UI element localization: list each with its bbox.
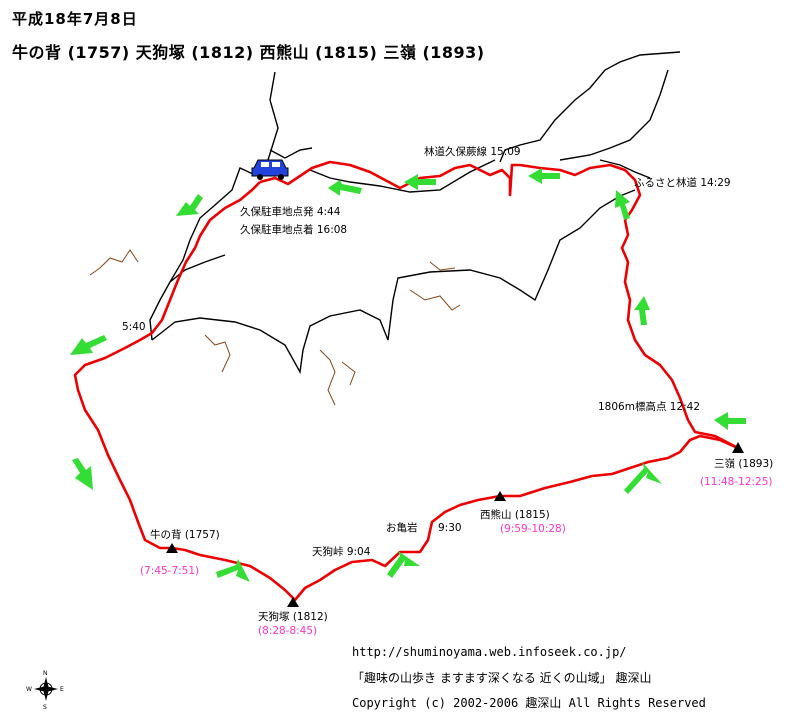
contour-4 [409, 289, 461, 311]
car-icon [251, 159, 289, 180]
copyright: Copyright (c) 2002-2006 趣深山 All Rights R… [352, 696, 706, 710]
compass-s: S [43, 704, 47, 711]
boundary-lines [149, 51, 681, 375]
label-rindo-kubo: 林道久保蕨線 15:09 [424, 145, 521, 158]
contour-5 [341, 361, 356, 386]
contour-1 [89, 249, 139, 276]
contour-6 [429, 261, 456, 271]
peak-marker-ushinose [166, 543, 178, 553]
contour-2 [204, 334, 231, 373]
map-date: 平成18年7月8日 [12, 10, 138, 28]
route-title: 牛の背 (1757) 天狗塚 (1812) 西熊山 (1815) 三嶺 (189… [12, 43, 485, 62]
arrow-icon [216, 559, 250, 582]
label-sanrei: 三嶺 (1893) [714, 458, 773, 470]
valley-line [151, 189, 636, 375]
arrow-icon [72, 458, 93, 490]
peak-marker-tengutsuka [287, 597, 299, 607]
compass-w: W [26, 686, 32, 693]
contour-lines [89, 249, 461, 406]
label-time-540: 5:40 [122, 321, 146, 333]
arrow-icon [387, 551, 420, 578]
label-okame: お亀岩 [386, 521, 418, 534]
arrow-icon [404, 174, 436, 190]
label-tenguto: 天狗峠 9:04 [312, 545, 371, 558]
site-tagline: 「趣味の山歩き ますます深くなる 近くの山域」 趣深山 [352, 671, 652, 685]
arrow-icon [70, 335, 107, 355]
site-url: http://shuminoyama.web.infoseek.co.jp/ [352, 645, 627, 659]
arrow-icon [328, 180, 362, 196]
compass-rose: N S E W [26, 670, 64, 711]
arrow-icon [634, 296, 650, 325]
label-tengutsuka-time: (8:28-8:45) [258, 625, 317, 637]
arrow-icon [176, 194, 203, 216]
road-line-north-branch [269, 147, 313, 159]
arrow-icon [528, 168, 560, 184]
label-furusato-rindo: ふるさと林道 14:29 [634, 176, 731, 189]
label-nishikuma-time: (9:59-10:28) [500, 523, 566, 535]
label-kubo-arrive: 久保駐車地点着 16:08 [240, 223, 347, 236]
label-peak-1806: 1806m標高点 12:42 [598, 400, 700, 413]
label-kubo-depart: 久保駐車地点発 4:44 [240, 205, 341, 218]
road-line-north [149, 71, 279, 341]
label-ushinose-time: (7:45-7:51) [140, 565, 199, 577]
arrow-icon [624, 462, 662, 494]
arrow-icon [615, 190, 630, 220]
compass-e: E [60, 686, 64, 693]
contour-3 [319, 349, 336, 406]
label-ushinose: 牛の背 (1757) [150, 528, 220, 541]
road-line-nw [169, 254, 226, 283]
ridge-line-east2 [559, 69, 669, 161]
arrow-icon [714, 412, 746, 430]
ridge-line-east [499, 51, 681, 163]
peak-marker-nishikuma [494, 491, 506, 501]
label-nishikuma: 西熊山 (1815) [480, 508, 550, 521]
road-line-center [309, 159, 496, 193]
compass-n: N [43, 670, 48, 677]
peak-marker-sanrei [732, 442, 744, 453]
road-line-ne [599, 159, 651, 179]
label-sanrei-time: (11:48-12:25) [700, 476, 773, 488]
hiking-route [73, 160, 740, 602]
label-okame-time: 9:30 [438, 522, 462, 534]
direction-arrows [70, 168, 746, 582]
label-tengutsuka: 天狗塚 (1812) [258, 610, 328, 623]
